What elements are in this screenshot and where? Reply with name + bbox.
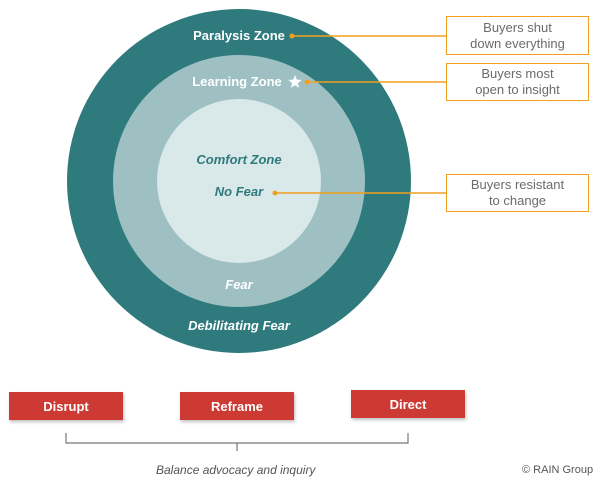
direct-button: Direct	[351, 390, 465, 418]
no-fear-label: No Fear	[215, 184, 264, 199]
comfort-callout: Buyers resistant to change	[446, 174, 589, 212]
paralysis-callout: Buyers shut down everything	[446, 16, 589, 55]
comfort-zone-circle	[157, 99, 321, 263]
debilitating-fear-label: Debilitating Fear	[188, 318, 291, 333]
fear-label: Fear	[225, 277, 253, 292]
learning-zone-label: Learning Zone	[192, 74, 282, 89]
learning-connector-dot	[304, 79, 310, 85]
comfort-connector-dot	[272, 190, 278, 196]
paralysis-connector-dot	[289, 33, 295, 39]
star-icon	[288, 75, 302, 88]
disrupt-button: Disrupt	[9, 392, 123, 420]
balance-bracket	[65, 433, 409, 451]
paralysis-zone-label: Paralysis Zone	[193, 28, 285, 43]
copyright: © RAIN Group	[522, 464, 594, 476]
learning-callout: Buyers most open to insight	[446, 63, 589, 101]
caption: Balance advocacy and inquiry	[156, 463, 316, 477]
comfort-zone-label: Comfort Zone	[196, 152, 281, 167]
reframe-button: Reframe	[180, 392, 294, 420]
